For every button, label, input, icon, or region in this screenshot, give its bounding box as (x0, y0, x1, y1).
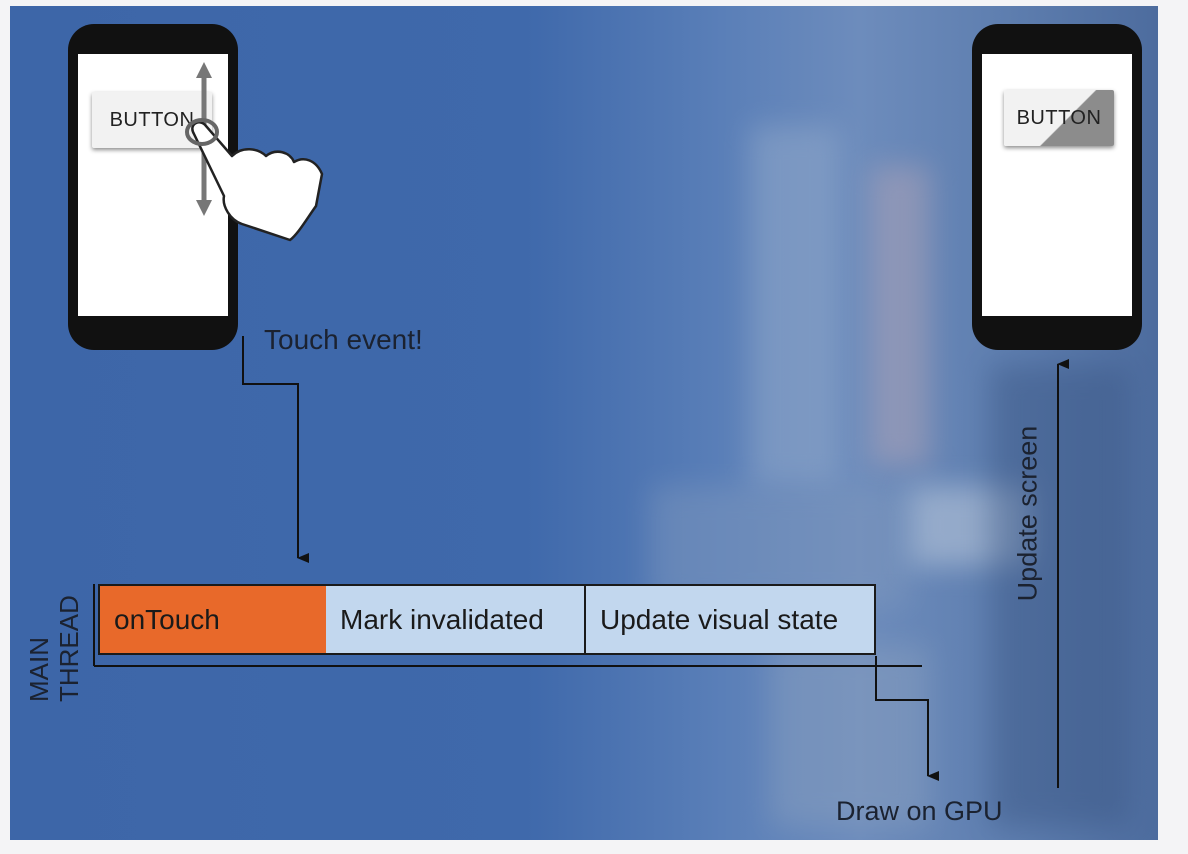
step-ontouch: onTouch (98, 584, 328, 655)
right-phone-button[interactable]: BUTTON (1004, 90, 1114, 146)
left-button-label: BUTTON (109, 108, 195, 131)
main-thread-label: MAIN THREAD (24, 595, 84, 702)
update-screen-label: Update screen (1012, 425, 1043, 602)
step-mark-invalidated: Mark invalidated (326, 584, 586, 655)
step-update-visual-state: Update visual state (584, 584, 876, 655)
hand-pointer-icon (185, 118, 324, 242)
diagram-canvas: BUTTON BUTTON (10, 6, 1158, 840)
draw-on-gpu-label: Draw on GPU (836, 796, 1003, 826)
connectors (93, 62, 1069, 788)
left-phone-button[interactable]: BUTTON (92, 92, 212, 148)
right-button-label: BUTTON (1016, 106, 1102, 129)
touch-event-label: Touch event! (264, 324, 423, 355)
